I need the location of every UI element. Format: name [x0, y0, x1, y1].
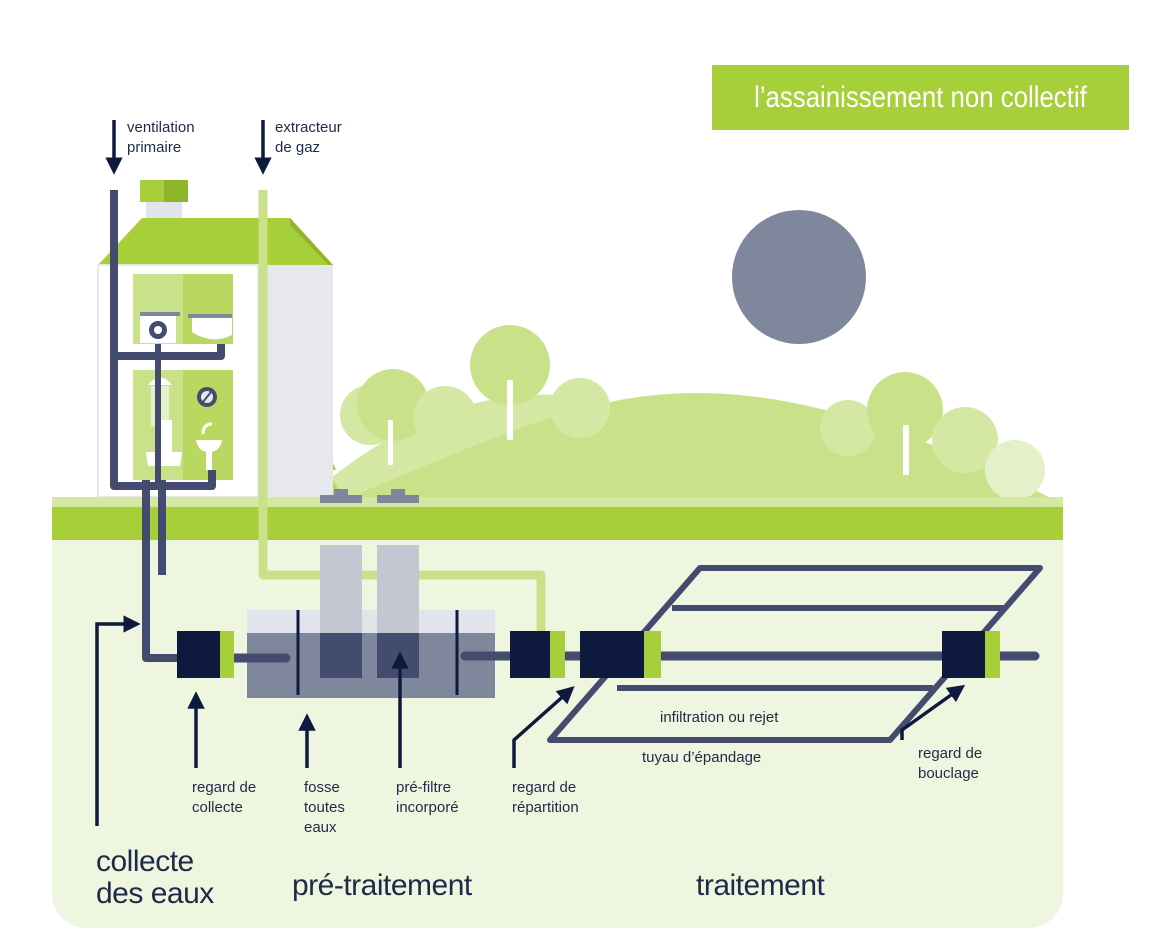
label-ventilation-1: ventilation: [127, 119, 195, 136]
label-tuyau: tuyau d’épandage: [642, 749, 761, 766]
arrow-collecte: [95, 615, 141, 826]
label-regard-repartition-2: répartition: [512, 799, 579, 816]
access-shaft-2: [377, 545, 419, 635]
label-prefiltre-2: incorporé: [396, 799, 459, 816]
label-fosse-3: eaux: [304, 819, 337, 836]
landscape: [230, 210, 1063, 505]
section-headings: collecte des eaux pré-traitement traitem…: [96, 845, 826, 910]
toilet-icon: [158, 420, 172, 456]
arrow-regard-bouclage: [900, 684, 966, 740]
label-regard-bouclage-1: regard de: [918, 745, 982, 762]
spreading-field: [547, 565, 1043, 743]
label-regard-collecte-1: regard de: [192, 779, 256, 796]
label-prefiltre-1: pré-filtre: [396, 779, 451, 796]
label-regard-bouclage-2: bouclage: [918, 765, 979, 782]
regard-bouclage: [942, 631, 1000, 678]
section-pretraitement: pré-traitement: [292, 869, 473, 902]
sun: [732, 210, 866, 344]
label-extracteur-1: extracteur: [275, 119, 342, 136]
section-collecte-2: des eaux: [96, 877, 214, 910]
title-banner: l’assainissement non collectif: [712, 65, 1129, 130]
access-shaft-1: [320, 545, 362, 635]
label-fosse-1: fosse: [304, 779, 340, 796]
ventilation-pipe: [110, 190, 225, 662]
title-text: l’assainissement non collectif: [754, 80, 1087, 114]
kitchen-sink-icon: [192, 318, 232, 340]
regard-collecte: [177, 631, 234, 678]
washbasin-icon: [196, 440, 222, 452]
shaft-cap-2: [377, 495, 419, 503]
arrow-regard-repartition: [512, 686, 575, 768]
label-regard-collecte-2: collecte: [192, 799, 243, 816]
tree-group-right: [820, 372, 1045, 500]
septic-tank: [247, 489, 495, 698]
regard-repartition: [510, 631, 565, 678]
section-collecte-1: collecte: [96, 845, 194, 878]
regard-distribution-main: [580, 631, 661, 678]
house: [97, 180, 333, 498]
label-ventilation-2: primaire: [127, 139, 181, 156]
outflow-pipes: [230, 651, 1040, 663]
hill-main: [330, 392, 1063, 505]
tree-group-left: [340, 325, 610, 465]
label-extracteur-2: de gaz: [275, 139, 320, 156]
label-infiltration: infiltration ou rejet: [660, 709, 779, 726]
label-regard-repartition-1: regard de: [512, 779, 576, 796]
section-traitement: traitement: [696, 869, 826, 902]
labels: ventilation primaire extracteur de gaz r…: [127, 119, 982, 836]
label-fosse-2: toutes: [304, 799, 345, 816]
shaft-cap-1: [320, 495, 362, 503]
roof: [98, 218, 333, 265]
arrows: [95, 120, 966, 826]
